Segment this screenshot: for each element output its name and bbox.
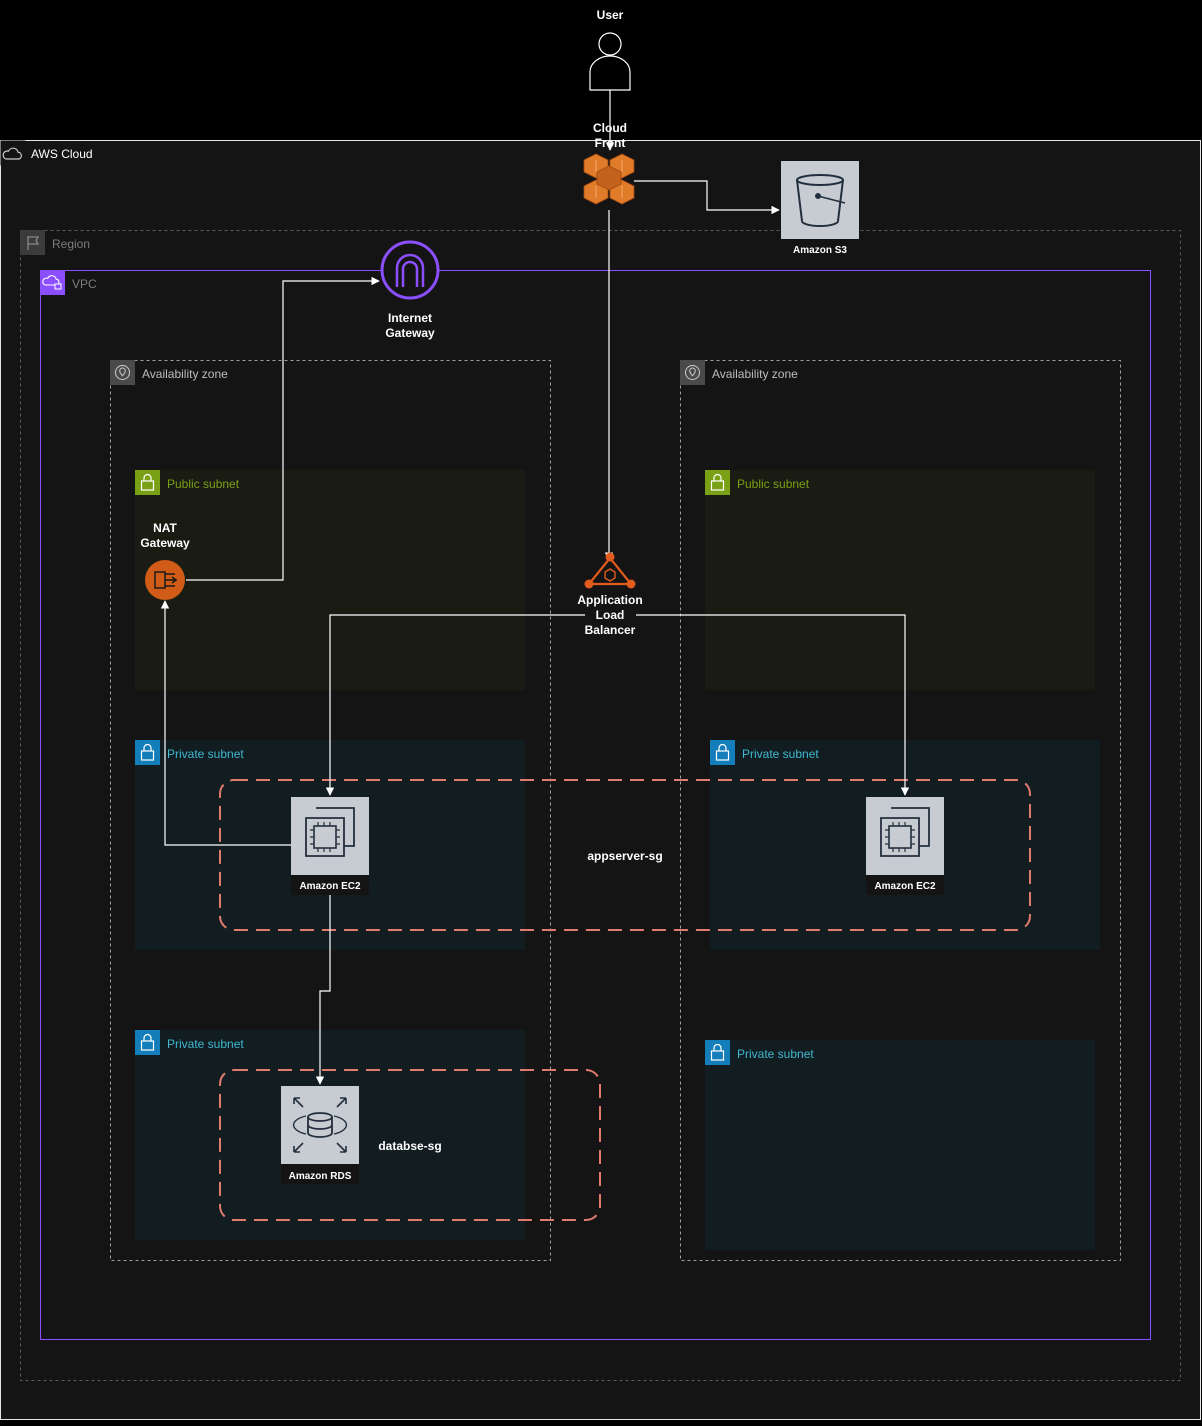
lock-icon (135, 1030, 160, 1055)
cloudfront-label-line1: Cloud (593, 121, 627, 135)
az-left-label: Availability zone (142, 367, 228, 381)
az-right-label: Availability zone (712, 367, 798, 381)
private-subnet-db-right-label: Private subnet (737, 1047, 814, 1061)
database-icon (292, 1097, 348, 1153)
public-subnet-right-label: Public subnet (737, 477, 810, 491)
public-subnet-right: Public subnet (705, 470, 1095, 690)
bucket-icon (796, 174, 846, 227)
igw-label-line1: Internet (388, 311, 432, 325)
lock-icon (705, 470, 730, 495)
user-icon (589, 32, 631, 91)
nat-gateway-icon (154, 571, 178, 589)
rds-node[interactable]: Amazon RDS (281, 1086, 359, 1184)
s3-node[interactable]: Amazon S3 (781, 161, 859, 257)
edge-cloudfront-s3 (634, 180, 780, 215)
nat-gateway-node[interactable]: NAT Gateway (140, 521, 190, 600)
location-pin-icon (680, 360, 705, 385)
region-group: Region (20, 230, 1181, 1381)
edge-alb-ec2-right (636, 614, 910, 796)
user-node[interactable]: User (589, 8, 631, 91)
appserver-security-group: appserver-sg (219, 779, 1031, 931)
igw-label-line2: Gateway (385, 326, 435, 340)
lock-icon (710, 740, 735, 765)
nat-label-line1: NAT (153, 521, 177, 535)
alb-node[interactable]: Application Load Balancer (577, 552, 643, 638)
vpc-label: VPC (72, 277, 97, 291)
internet-gateway-node[interactable]: Internet Gateway (380, 240, 440, 340)
aws-cloud-label: AWS Cloud (31, 147, 93, 161)
availability-zone-left: Availability zone (110, 360, 551, 1261)
ec2-chip-icon (305, 807, 355, 857)
private-subnet-app-right-label: Private subnet (742, 747, 819, 761)
edge-ec2-rds (315, 895, 331, 1085)
edge-ec2-nat (160, 600, 291, 846)
vpc-icon (40, 270, 65, 295)
ec2-chip-icon (880, 807, 930, 857)
ec2-left-node[interactable]: Amazon EC2 (291, 797, 369, 895)
lock-icon (135, 470, 160, 495)
region-label: Region (52, 237, 90, 251)
cloudfront-node[interactable]: Cloud Front (583, 121, 635, 205)
rds-label: Amazon RDS (289, 1171, 352, 1182)
edge-nat-igw (186, 276, 380, 581)
public-subnet-left-label: Public subnet (167, 477, 240, 491)
database-security-group: databse-sg (219, 1069, 601, 1221)
appserver-sg-label: appserver-sg (587, 849, 662, 863)
load-balancer-icon (584, 552, 636, 589)
connectors (160, 90, 910, 1085)
alb-label-line3: Balancer (585, 623, 636, 637)
cloudfront-label-line2: Front (595, 136, 626, 150)
cloud-icon (0, 140, 26, 166)
flag-icon (20, 230, 45, 255)
private-subnet-app-left-label: Private subnet (167, 747, 244, 761)
user-label: User (597, 8, 624, 22)
database-sg-label: databse-sg (378, 1139, 441, 1153)
location-pin-icon (110, 360, 135, 385)
s3-label: Amazon S3 (793, 245, 847, 256)
alb-label-line2: Load (596, 608, 625, 622)
alb-label-line1: Application (577, 593, 642, 607)
ec2-right-label: Amazon EC2 (874, 881, 936, 892)
private-subnet-db-right: Private subnet (705, 1040, 1095, 1250)
lock-icon (705, 1040, 730, 1065)
nat-label-line2: Gateway (140, 536, 190, 550)
lock-icon (135, 740, 160, 765)
edge-alb-ec2-left (325, 614, 585, 796)
private-subnet-db-left-label: Private subnet (167, 1037, 244, 1051)
vpc-group: VPC (40, 270, 1151, 1340)
ec2-right-node[interactable]: Amazon EC2 (866, 797, 944, 895)
cloudfront-icon (583, 153, 635, 205)
availability-zone-right: Availability zone (680, 360, 1121, 1261)
gateway-arch-icon (395, 253, 425, 287)
ec2-left-label: Amazon EC2 (299, 881, 361, 892)
